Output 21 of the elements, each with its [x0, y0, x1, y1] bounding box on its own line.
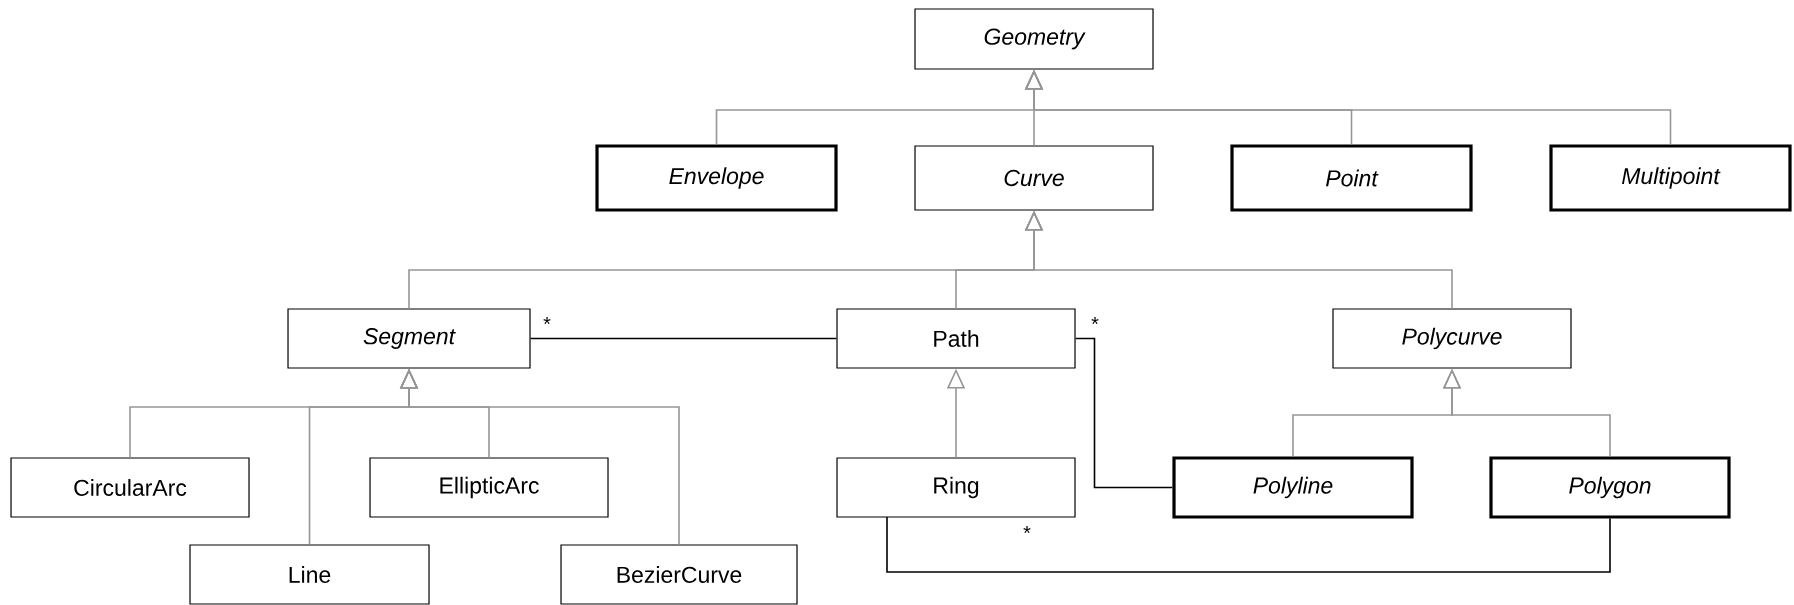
class-box: Polyline — [1172, 456, 1414, 519]
class-box: Curve — [914, 145, 1154, 211]
connector — [1074, 337, 1174, 489]
class-box: Line — [189, 544, 430, 605]
class-box: Path — [836, 308, 1076, 369]
edge-label: * — [1021, 524, 1033, 542]
class-box: Polygon — [1489, 456, 1731, 519]
edge-label: * — [541, 315, 553, 333]
edge-label: * — [1089, 315, 1101, 333]
class-box: EllipticArc — [369, 457, 609, 518]
class-box: Polycurve — [1332, 308, 1572, 369]
class-box: Multipoint — [1549, 144, 1792, 212]
class-box: BezierCurve — [560, 544, 798, 605]
class-box: Point — [1230, 144, 1473, 212]
class-box: CircularArc — [10, 457, 250, 518]
class-box: Segment — [287, 308, 531, 369]
class-box: Geometry — [914, 8, 1154, 70]
class-box: Ring — [836, 457, 1076, 518]
class-box: Envelope — [595, 144, 838, 212]
connector — [886, 516, 1611, 573]
connector — [529, 337, 838, 340]
